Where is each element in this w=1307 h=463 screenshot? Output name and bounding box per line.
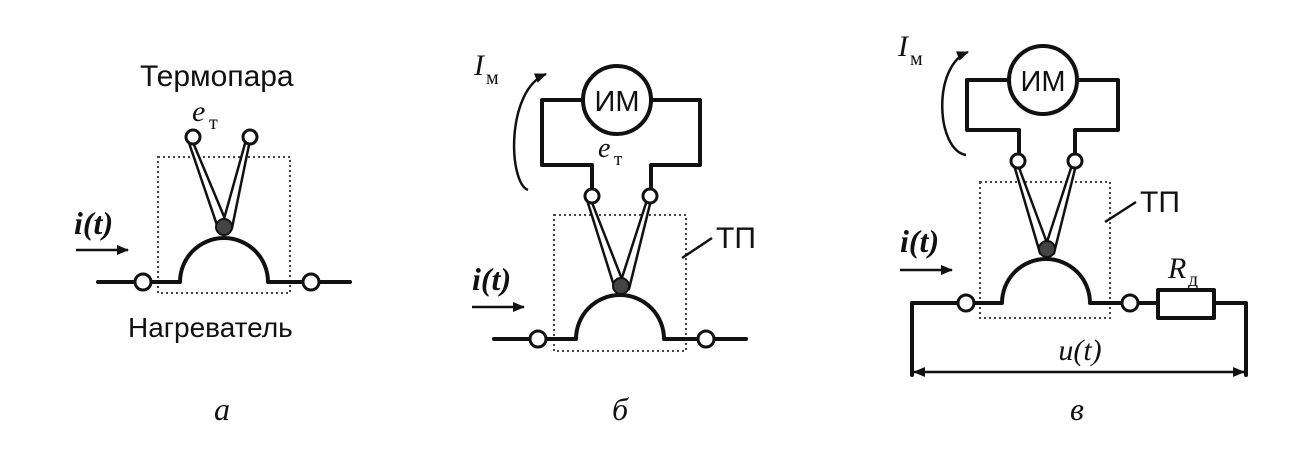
converter-outline-a: [157, 156, 291, 294]
panel-c: I м ИМ ТП R д i(t) u(t) в: [897, 30, 1248, 427]
thermocouple-c: [1012, 163, 1078, 255]
heater-terminal-right-c: [1120, 293, 1140, 313]
thermocouple-label: Термопара: [140, 60, 294, 93]
meter-wire-right-b: [649, 98, 702, 190]
meter-current-symbol-b: I: [473, 49, 486, 82]
heater-terminal-right-a: [301, 272, 321, 292]
caption-c: в: [1070, 391, 1084, 427]
emf-symbol-a: e: [192, 95, 205, 128]
heater-terminal-left-a: [133, 272, 153, 292]
emf-symbol-b: e: [598, 133, 610, 164]
thermocouple-terminal-right-c: [1066, 152, 1084, 170]
converter-outline-c: [979, 181, 1111, 319]
heater-terminal-left-c: [956, 293, 976, 313]
heater-terminal-right-b: [696, 329, 716, 349]
panel-b: I м ИМ e т ТП i(t) б: [472, 49, 756, 427]
hot-junction-c: [1038, 240, 1056, 258]
resistor-subscript-c: д: [1188, 269, 1198, 291]
voltage-label-c: u(t): [1058, 334, 1101, 367]
thermocouple-terminal-left-c: [1009, 152, 1027, 170]
current-label-b: i(t): [472, 261, 511, 297]
converter-label-b: ТП: [716, 222, 756, 255]
lead-right-c: [1212, 301, 1248, 377]
hot-junction-b: [612, 277, 630, 295]
meter-current-subscript-b: м: [486, 67, 499, 89]
caption-b: б: [612, 391, 629, 427]
converter-leader-b: [681, 236, 713, 260]
thermocouple-terminal-right-b: [641, 187, 659, 205]
meter-current-subscript-c: м: [910, 48, 923, 70]
meter-wire-left-b: [540, 98, 594, 190]
caption-a: а: [214, 391, 230, 427]
meter-wire-left-c: [965, 78, 1021, 154]
series-resistor-c: [1156, 288, 1216, 320]
converter-outline-b: [553, 214, 687, 352]
converter-leader-c: [1104, 200, 1137, 224]
meter-label-c: ИМ: [1020, 66, 1065, 98]
thermocouple-a: [186, 138, 252, 230]
meter-wire-right-c: [1073, 78, 1120, 154]
heater-c: [972, 257, 1124, 305]
meter-current-arrow-c: [941, 50, 969, 157]
thermocouple-b: [585, 198, 653, 291]
thermocouple-terminal-right-a: [241, 128, 259, 146]
current-label-a: i(t): [74, 205, 113, 241]
hot-junction-a: [215, 218, 233, 236]
current-label-c: i(t): [900, 223, 939, 259]
thermocouple-terminal-left-a: [184, 128, 202, 146]
panel-a: Термопара e т i(t) Нагреватель а: [74, 60, 352, 427]
converter-label-c: ТП: [1140, 186, 1180, 219]
meter-current-symbol-c: I: [897, 30, 910, 63]
emf-subscript-a: т: [209, 112, 218, 134]
thermocouple-terminal-left-b: [583, 187, 601, 205]
meter-label-b: ИМ: [594, 86, 639, 118]
meter-current-arrow-b: [512, 72, 547, 192]
heater-label: Нагреватель: [128, 312, 293, 343]
emf-subscript-b: т: [614, 149, 623, 170]
heater-a: [149, 236, 305, 284]
heater-terminal-left-b: [528, 329, 548, 349]
resistor-symbol-c: R: [1167, 252, 1186, 285]
heater-b: [544, 293, 700, 341]
